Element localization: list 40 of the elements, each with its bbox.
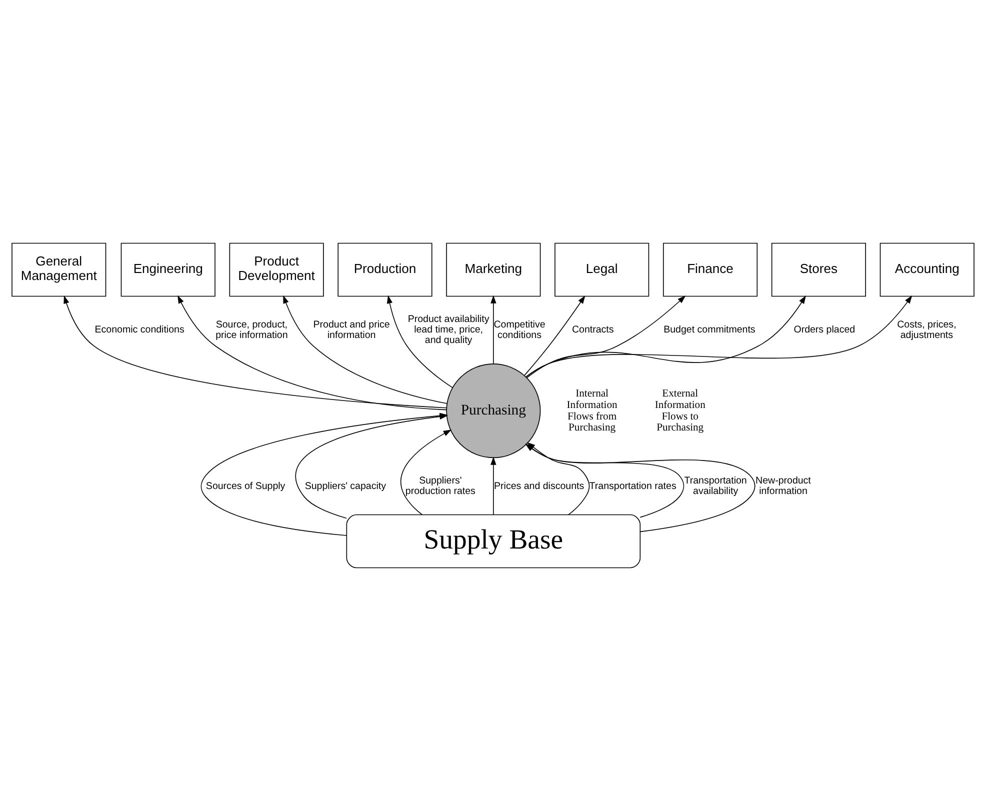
arrow [178, 294, 447, 410]
node-box: Legal [554, 242, 650, 296]
label: External Information Flows to Purchasing [654, 388, 706, 434]
edge-label: Transportation availability [684, 474, 747, 497]
arrow [526, 295, 806, 377]
arrow [400, 429, 452, 515]
arrow [283, 294, 448, 404]
arrow [490, 456, 496, 515]
arrow [524, 295, 586, 376]
node-box: Supply Base [346, 514, 641, 568]
edge-label: Prices and discounts [494, 480, 584, 492]
arrow [490, 294, 496, 364]
edge-label: Orders placed [794, 324, 856, 336]
arrow [526, 295, 686, 378]
edge-label: Product and price information [313, 318, 390, 340]
node-box: Production [338, 242, 432, 296]
edge-label: Suppliers' production rates [405, 474, 476, 497]
edge-label: Competitive conditions [494, 318, 546, 340]
node-box: General Management [12, 242, 106, 296]
label: Internal Information Flows from Purchasing [566, 388, 618, 434]
edge-label: Suppliers' capacity [304, 480, 386, 492]
node-box: Marketing [446, 242, 541, 296]
node-box: Product Development [229, 242, 324, 296]
edge-label: Economic conditions [94, 324, 184, 336]
edge-label: Product availability lead time, price, and quality [408, 314, 490, 346]
edge-label: New-product information [756, 474, 811, 497]
edge-label: Source, product, price information [216, 318, 288, 340]
edge-label: Contracts [572, 324, 614, 336]
arrow [386, 294, 454, 388]
arrow [526, 294, 912, 377]
node-box: Accounting [880, 242, 974, 296]
edge-label: Sources of Supply [206, 480, 286, 492]
edge-label: Budget commitments [664, 324, 756, 336]
arrow [64, 294, 447, 408]
node-box: Stores [771, 242, 866, 296]
edge-label: Transportation rates [589, 480, 676, 492]
node-circle: Purchasing [446, 363, 541, 458]
node-box: Finance [662, 242, 758, 296]
node-box: Engineering [120, 242, 216, 296]
edge-label: Costs, prices, adjustments [897, 318, 956, 340]
